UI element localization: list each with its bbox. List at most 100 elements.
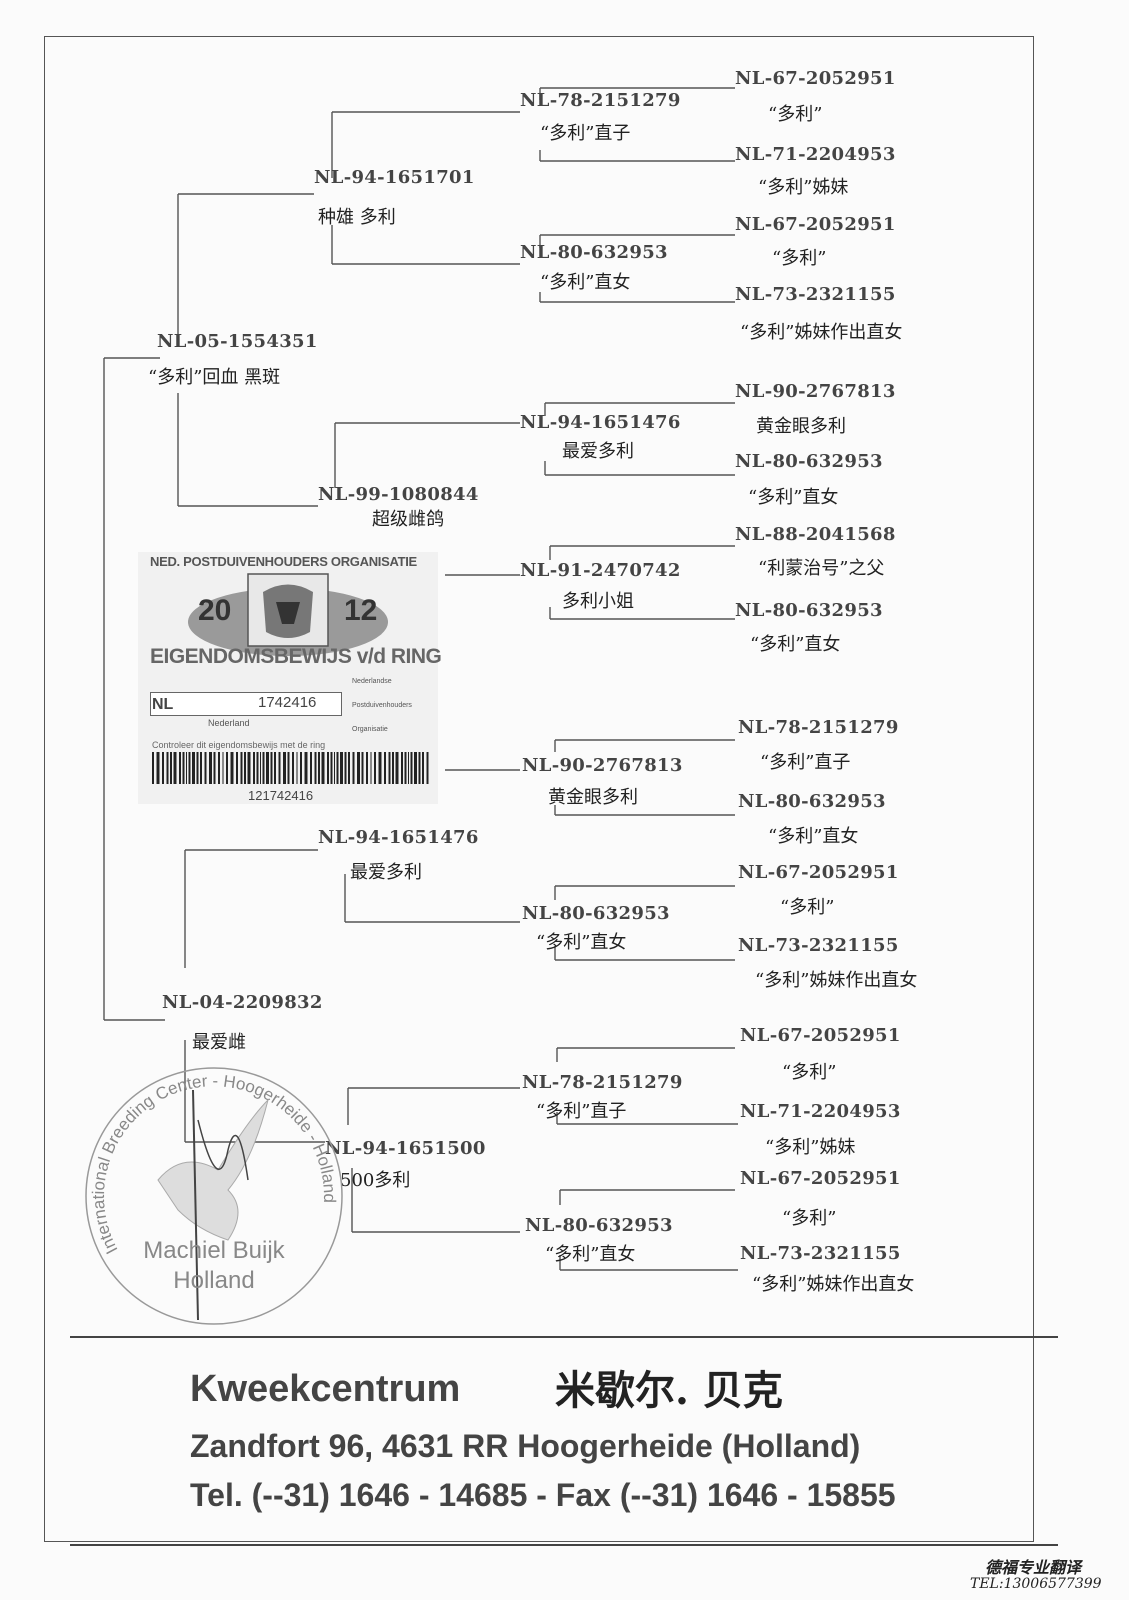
g3-ring-4: NL-91-2470742 bbox=[520, 560, 681, 581]
barcode-bar bbox=[361, 752, 364, 784]
g3-ring-3: NL-94-1651476 bbox=[520, 412, 681, 433]
npo-line-1: Nederlandse bbox=[352, 678, 392, 685]
barcode-bar bbox=[340, 752, 343, 784]
g2-ring-4: NL-94-1651500 bbox=[325, 1138, 486, 1159]
barcode-bar bbox=[196, 752, 199, 784]
g4-ring-5: NL-90-2767813 bbox=[735, 381, 896, 402]
barcode-bar bbox=[283, 752, 286, 784]
barcode-bar bbox=[348, 752, 350, 784]
g4-ring-13: NL-67-2052951 bbox=[740, 1025, 901, 1046]
barcode-bar bbox=[321, 752, 325, 784]
barcode-bar bbox=[300, 752, 302, 784]
g4-label-3: “多利” bbox=[772, 248, 827, 269]
barcode-bar bbox=[414, 752, 417, 784]
g2-ring-3: NL-94-1651476 bbox=[318, 827, 479, 848]
card-title: EIGENDOMSBEWIJS v/d RING bbox=[150, 645, 442, 668]
barcode-bar bbox=[296, 752, 298, 784]
barcode-bar bbox=[173, 752, 177, 784]
barcode-bar bbox=[426, 752, 429, 784]
barcode-bar bbox=[310, 752, 312, 784]
barcode-bar bbox=[392, 752, 394, 784]
barcode-bar bbox=[222, 752, 224, 784]
barcode-bar bbox=[410, 752, 413, 784]
page-frame bbox=[44, 36, 1034, 1542]
barcode-bar bbox=[388, 752, 391, 784]
card-year-left: 20 bbox=[198, 594, 232, 627]
card-country: NL bbox=[152, 696, 174, 713]
g4-label-1: “多利” bbox=[768, 104, 823, 125]
g4-label-9: “多利”直子 bbox=[760, 752, 851, 773]
barcode-bar bbox=[370, 752, 372, 784]
barcode-bar bbox=[366, 752, 368, 784]
card-background bbox=[138, 552, 438, 804]
g4-ring-4: NL-73-2321155 bbox=[735, 284, 896, 305]
card-npo-block: Nederlandse Postduivenhouders Organisati… bbox=[352, 670, 438, 742]
barcode-bar bbox=[304, 752, 308, 784]
g4-ring-14: NL-71-2204953 bbox=[740, 1101, 901, 1122]
g4-label-7: “利蒙治号”之父 bbox=[758, 558, 885, 579]
g3-label-1: “多利”直子 bbox=[540, 123, 631, 144]
barcode-bar bbox=[384, 752, 386, 784]
g3-ring-6: NL-80-632953 bbox=[522, 903, 670, 924]
npo-line-3: Organisatie bbox=[352, 726, 388, 733]
footer-contact: Tel. (--31) 1646 - 14685 - Fax (--31) 16… bbox=[190, 1477, 896, 1513]
barcode-bar bbox=[182, 752, 185, 784]
g1-ring-1: NL-05-1554351 bbox=[157, 331, 318, 352]
g2-label-4: 500多利 bbox=[340, 1170, 411, 1191]
barcode-bar bbox=[192, 752, 195, 784]
barcode-bar bbox=[357, 752, 360, 784]
barcode-bar bbox=[186, 752, 187, 784]
barcode-bar bbox=[344, 752, 347, 784]
stamp-country: Holland bbox=[173, 1267, 254, 1294]
g2-label-3: 最爱多利 bbox=[350, 862, 422, 883]
barcode-bar bbox=[266, 752, 269, 784]
g3-label-8: “多利”直女 bbox=[545, 1244, 636, 1265]
g3-ring-8: NL-80-632953 bbox=[525, 1215, 673, 1236]
footer-address: Zandfort 96, 4631 RR Hoogerheide (Hollan… bbox=[190, 1428, 861, 1464]
g1-label-1: “多利”回血 黑斑 bbox=[148, 367, 281, 388]
barcode-bar bbox=[170, 752, 172, 784]
barcode-bar bbox=[226, 752, 228, 784]
g3-ring-1: NL-78-2151279 bbox=[520, 90, 681, 111]
g3-ring-5: NL-90-2767813 bbox=[522, 755, 683, 776]
g3-ring-7: NL-78-2151279 bbox=[522, 1072, 683, 1093]
g4-label-6: “多利”直女 bbox=[748, 487, 839, 508]
barcode-bar bbox=[330, 752, 333, 784]
g4-label-16: “多利”姊妹作出直女 bbox=[752, 1274, 915, 1295]
barcode-bar bbox=[179, 752, 181, 784]
barcode-bar bbox=[278, 752, 281, 784]
barcode-bar bbox=[213, 752, 216, 784]
npo-line-2: Postduivenhouders bbox=[352, 702, 412, 709]
g3-label-5: 黄金眼多利 bbox=[548, 787, 638, 808]
g4-label-4: “多利”姊妹作出直女 bbox=[740, 322, 903, 343]
barcode-bar bbox=[247, 752, 251, 784]
translator-tel: TEL:13006577399 bbox=[970, 1576, 1102, 1592]
g3-label-7: “多利”直子 bbox=[536, 1101, 627, 1122]
barcode-bar bbox=[418, 752, 421, 784]
g4-ring-10: NL-80-632953 bbox=[738, 791, 886, 812]
g1-label-2: 最爱雌 bbox=[192, 1032, 246, 1053]
g4-label-13: “多利” bbox=[782, 1062, 837, 1083]
barcode-bar bbox=[378, 752, 382, 784]
g4-ring-15: NL-67-2052951 bbox=[740, 1168, 901, 1189]
g4-ring-1: NL-67-2052951 bbox=[735, 68, 896, 89]
g4-label-8: “多利”直女 bbox=[750, 634, 841, 655]
barcode-bar bbox=[256, 752, 259, 784]
barcode-bar bbox=[404, 752, 407, 784]
barcode-bar bbox=[274, 752, 276, 784]
card-barcode bbox=[152, 752, 429, 784]
barcode-bar bbox=[240, 752, 243, 784]
barcode-bar bbox=[156, 752, 160, 784]
barcode-bar bbox=[336, 752, 339, 784]
barcode-bar bbox=[244, 752, 246, 784]
barcode-bar bbox=[262, 752, 265, 784]
barcode-bar bbox=[204, 752, 207, 784]
g3-label-3: 最爱多利 bbox=[562, 441, 634, 462]
barcode-bar bbox=[318, 752, 320, 784]
g3-ring-2: NL-80-632953 bbox=[520, 242, 668, 263]
g3-label-6: “多利”直女 bbox=[536, 932, 627, 953]
g4-ring-16: NL-73-2321155 bbox=[740, 1243, 901, 1264]
g2-label-1: 种雄 多利 bbox=[318, 207, 396, 228]
g4-ring-2: NL-71-2204953 bbox=[735, 144, 896, 165]
barcode-bar bbox=[162, 752, 164, 784]
